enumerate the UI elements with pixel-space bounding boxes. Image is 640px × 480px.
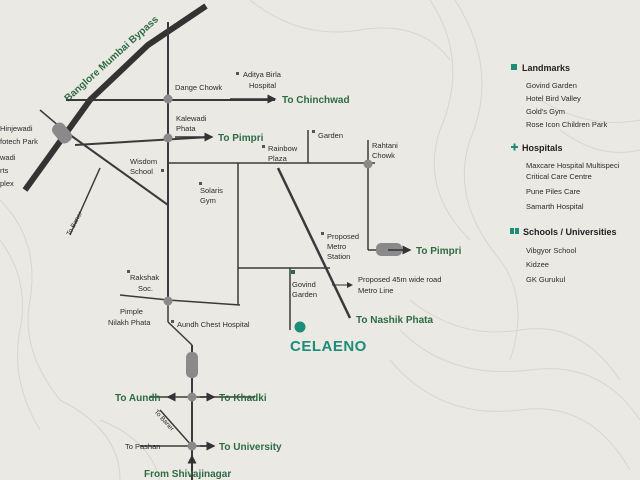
- label-kalewadi-2: Phata: [176, 124, 196, 133]
- landmark-marker-icon: [312, 130, 315, 133]
- label-to-khadki: To Khadki: [219, 393, 267, 404]
- label-metro-2: Metro: [327, 242, 346, 251]
- legend-item: Hotel Bird Valley: [526, 94, 581, 103]
- label-to-aundh: To Aundh: [115, 393, 161, 404]
- label-proposed-road: Proposed 45m wide road: [358, 275, 441, 284]
- label-to-university: To University: [219, 442, 282, 453]
- label-to-chinchwad: To Chinchwad: [282, 95, 350, 106]
- label-sports: rts: [0, 166, 9, 175]
- label-to-nashik-phata: To Nashik Phata: [356, 315, 433, 326]
- label-dange-chowk: Dange Chowk: [175, 83, 222, 92]
- plus-icon: [511, 143, 518, 151]
- legend-item: Pune Piles Care: [526, 187, 580, 196]
- legend-item: Kidzee: [526, 260, 549, 269]
- label-pimple-2: Nilakh Phata: [108, 318, 151, 327]
- legend-item: Critical Care Centre: [526, 172, 592, 181]
- label-kalewadi: Kalewadi: [176, 114, 207, 123]
- label-to-pashan: To Pashan: [125, 442, 160, 451]
- junction-dange-chowk: [163, 94, 173, 104]
- hinjewadi-flyover: [52, 122, 72, 144]
- label-hinjewadi: Hinjewadi: [0, 124, 33, 133]
- legend-hospitals-title: Hospitals: [522, 143, 563, 153]
- legend-item: GK Gurukul: [526, 275, 566, 284]
- label-rainbow: Rainbow: [268, 144, 298, 153]
- bangalore-mumbai-bypass-road: [22, 3, 208, 192]
- junction-university: [187, 441, 197, 451]
- junction-aundh: [187, 392, 197, 402]
- project-location-dot-icon: [294, 321, 306, 333]
- landmark-marker-icon: [171, 320, 174, 323]
- landmark-marker-icon: [262, 145, 265, 148]
- label-wisdom-2: School: [130, 167, 153, 176]
- label-solaris: Solaris: [200, 186, 223, 195]
- book-icon: [510, 228, 519, 234]
- label-metro: Proposed: [327, 232, 359, 241]
- junction-rahtani-chowk: [363, 159, 373, 169]
- label-hinjewadi-3: fotech Park: [0, 137, 38, 146]
- landmark-marker-icon: [199, 182, 202, 185]
- legend: Landmarks Govind Garden Hotel Bird Valle…: [510, 63, 620, 284]
- label-rahtani-2: Chowk: [372, 151, 395, 160]
- project-name: CELAENO: [290, 338, 367, 355]
- legend-item: Gold's Gym: [526, 107, 565, 116]
- label-hinjewadi-2: wadi: [0, 153, 16, 162]
- label-to-pimpri-right: To Pimpri: [416, 246, 462, 257]
- label-wisdom: Wisdom: [130, 157, 157, 166]
- label-pimple: Pimple: [120, 307, 143, 316]
- place-labels: Dange Chowk Aditya Birla Hospital Kalewa…: [0, 70, 441, 329]
- label-aditya-birla: Aditya Birla: [243, 70, 282, 79]
- junctions: [52, 94, 402, 451]
- junction-pimple-nilakh: [163, 296, 173, 306]
- legend-item: Maxcare Hospital Multispeci: [526, 161, 620, 170]
- label-metro-line: Metro Line: [358, 286, 393, 295]
- legend-item: Samarth Hospital: [526, 202, 584, 211]
- label-metro-3: Station: [327, 252, 350, 261]
- square-bullet-icon: [511, 64, 517, 70]
- legend-item: Rose Icon Children Park: [526, 120, 608, 129]
- highway-label: Banglore Mumbai Bypass: [63, 14, 162, 104]
- legend-item: Vibgyor School: [526, 246, 577, 255]
- landmark-marker-icon: [161, 169, 164, 172]
- label-aundh-chest: Aundh Chest Hospital: [177, 320, 250, 329]
- label-to-baner-2: To Baner: [153, 409, 176, 434]
- label-govind-2: Garden: [292, 290, 317, 299]
- legend-landmarks-title: Landmarks: [522, 63, 570, 73]
- label-rakshak-2: Soc.: [138, 284, 153, 293]
- label-from-shivajinagar: From Shivajinagar: [144, 469, 231, 480]
- legend-item: Govind Garden: [526, 81, 577, 90]
- label-to-pimpri-top: To Pimpri: [218, 133, 264, 144]
- label-garden: Garden: [318, 131, 343, 140]
- aundh-flyover: [186, 352, 198, 378]
- legend-schools-title: Schools / Universities: [523, 227, 617, 237]
- landmark-marker-icon: [236, 72, 239, 75]
- label-govind: Govind: [292, 280, 316, 289]
- junction-kalewadi-phata: [163, 133, 173, 143]
- label-solaris-2: Gym: [200, 196, 216, 205]
- label-rahtani: Rahtani: [372, 141, 398, 150]
- label-rakshak: Rakshak: [130, 273, 159, 282]
- label-sports-2: plex: [0, 179, 14, 188]
- label-rainbow-2: Plaza: [268, 154, 288, 163]
- landmark-marker-icon: [127, 270, 130, 273]
- landmark-marker-icon: [321, 232, 324, 235]
- label-aditya-birla-2: Hospital: [249, 81, 276, 90]
- label-to-baner-1: To Baner: [66, 210, 85, 237]
- landmark-marker-icon: [291, 270, 295, 274]
